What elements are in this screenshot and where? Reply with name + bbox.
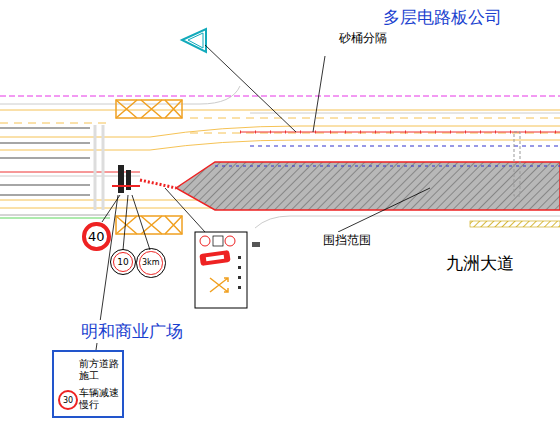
sign-text: 10 <box>117 257 128 267</box>
sign-text: 40 <box>88 229 105 244</box>
speed-limit-sign: 30 <box>58 390 78 410</box>
company-label: 多层电路板公司 <box>382 6 503 29</box>
callout-label: 砂桶分隔 <box>338 30 388 47</box>
sign-text: 前方道路施工 <box>79 358 119 382</box>
sign-text: 30 <box>63 396 73 405</box>
warning-board: 前方道路施工车辆减速慢行 30 <box>52 350 124 418</box>
sign-text: 3km <box>142 258 160 267</box>
callout-label: 围挡范围 <box>322 232 372 249</box>
sign-text: 车辆减速慢行 <box>79 387 119 411</box>
place-label: 明和商业广场 <box>80 320 184 343</box>
speed-limit-sign: 40 <box>82 222 111 251</box>
speed-limit-sign: 10 <box>113 252 133 272</box>
road-name: 九洲大道 <box>445 252 515 275</box>
limit-sign: 3km <box>139 251 163 275</box>
